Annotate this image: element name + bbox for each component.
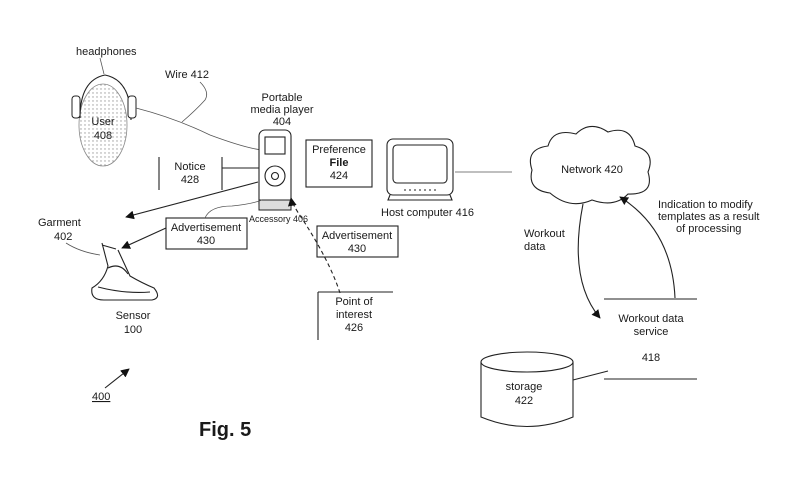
workout-data-label-line1: Workout <box>524 228 565 240</box>
advertisement-right-box <box>316 225 399 258</box>
indication-label-line2: templates as a result <box>658 211 760 223</box>
arrow-poi-to-player <box>287 197 341 294</box>
preference-file-box <box>305 139 373 188</box>
host-computer-icon <box>386 138 454 201</box>
player-label-line1: Portable <box>262 92 303 104</box>
advertisement-left-label: Advertisement <box>171 222 241 234</box>
accessory-label: Accessory 406 <box>249 214 308 224</box>
arrow-notice-to-garment <box>125 181 259 220</box>
user-label: User <box>91 116 115 128</box>
player-label-line2: media player <box>251 104 314 116</box>
advertisement-right-number: 430 <box>348 243 366 255</box>
wire <box>135 107 263 151</box>
preference-number: 424 <box>330 170 348 182</box>
service-number: 418 <box>642 352 660 364</box>
arrow-service-to-network <box>619 196 676 299</box>
notice-number: 428 <box>181 174 199 186</box>
workout-data-label-line2: data <box>524 241 546 253</box>
advertisement-left-number: 430 <box>197 235 215 247</box>
poi-label-line2: interest <box>336 309 372 321</box>
indication-label-line1: Indication to modify <box>658 199 753 211</box>
service-label-line1: Workout data <box>618 313 684 325</box>
ref-arrow <box>104 368 130 389</box>
network-label: Network 420 <box>561 164 623 176</box>
host-computer-label: Host computer 416 <box>381 207 474 219</box>
garment-number: 402 <box>54 231 72 243</box>
indication-label-line3: of processing <box>676 223 741 235</box>
user-head <box>71 74 137 167</box>
user-number: 408 <box>94 130 112 142</box>
network-cloud <box>529 125 651 205</box>
preference-label-line2: File <box>330 157 349 169</box>
sensor-shoe <box>91 242 159 301</box>
figure-reference: 400 <box>92 391 110 403</box>
figure-caption: Fig. 5 <box>199 419 251 441</box>
wire-leader <box>181 81 208 123</box>
storage-label: storage <box>506 381 543 393</box>
service-label-line2: service <box>634 326 669 338</box>
media-player-device <box>258 129 292 211</box>
preference-label-line1: Preference <box>312 144 366 156</box>
sensor-label: Sensor <box>116 310 151 322</box>
poi-number: 426 <box>345 322 363 334</box>
garment-label: Garment <box>38 217 81 229</box>
arrow-ad-to-garment <box>121 227 167 249</box>
arrow-network-to-service <box>577 203 601 319</box>
advertisement-right-label: Advertisement <box>322 230 392 242</box>
wire-label: Wire 412 <box>165 69 209 81</box>
headphones-label: headphones <box>76 46 137 58</box>
advertisement-left-box <box>165 217 248 250</box>
notice-label: Notice <box>174 161 205 173</box>
player-number: 404 <box>273 116 291 128</box>
poi-label-line1: Point of <box>335 296 373 308</box>
storage-cylinder <box>480 351 574 428</box>
storage-number: 422 <box>515 395 533 407</box>
sensor-number: 100 <box>124 324 142 336</box>
